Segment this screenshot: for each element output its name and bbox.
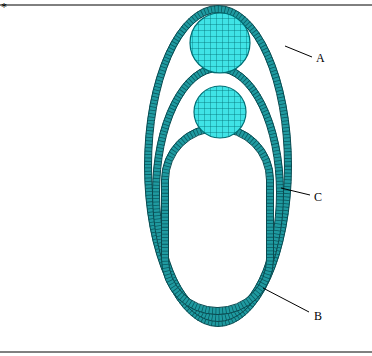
callout-letter: C — [314, 190, 322, 204]
outer-ring — [145, 6, 292, 327]
inner-ring — [162, 125, 274, 315]
lower-meshed-disc — [192, 84, 248, 140]
bottom-rule — [0, 352, 372, 353]
callout-letter: B — [314, 309, 322, 323]
origin-mark: * — [1, 0, 7, 14]
upper-meshed-disc — [188, 11, 252, 75]
leader-line — [281, 188, 310, 195]
leader-line — [263, 288, 309, 312]
middle-ring — [153, 65, 284, 322]
callout-letter: A — [316, 51, 325, 65]
top-rule — [0, 5, 372, 6]
leader-line — [285, 46, 312, 57]
